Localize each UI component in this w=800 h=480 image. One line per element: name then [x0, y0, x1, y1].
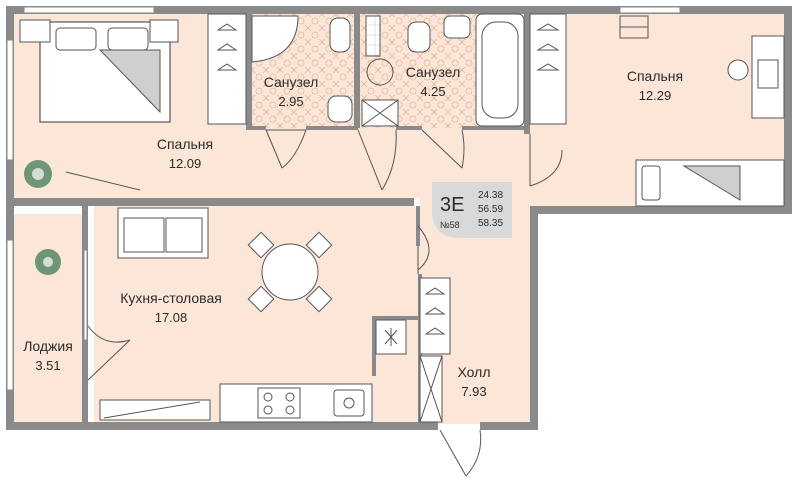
apartment-code: 3E: [440, 194, 465, 216]
wardrobe-hall: [419, 277, 451, 423]
room-area-bedroom-left: 12.09: [168, 156, 202, 171]
room-area-bathroom-1: 2.95: [278, 94, 304, 109]
wardrobe-bedroom-left: [207, 13, 247, 125]
entrance-door: [439, 429, 482, 477]
fridge: [375, 319, 407, 355]
door-kitchen: [417, 225, 430, 274]
bathroom-2-fixtures: [361, 13, 525, 127]
room-name-bedroom-left: Спальня: [156, 136, 214, 152]
kitchen-counter: [219, 383, 373, 423]
door-loggia: [87, 325, 131, 381]
double-bed: [19, 19, 179, 123]
sliding-door-loggia-bottom: [99, 399, 211, 421]
wardrobe-bedroom-right: [529, 13, 567, 125]
room-name-bedroom-right: Спальня: [626, 68, 684, 84]
room-area-bedroom-right: 12.29: [638, 88, 672, 103]
room-name-bathroom-2: Санузел: [405, 64, 461, 80]
window-kitchen: [83, 249, 88, 341]
apartment-number: №58: [440, 220, 460, 230]
floor-loggia: [14, 214, 82, 422]
single-bed: [635, 159, 785, 207]
sofa: [117, 207, 209, 259]
room-name-hall: Холл: [457, 364, 491, 380]
room-name-bathroom-1: Санузел: [263, 74, 319, 90]
room-area-bathroom-2: 4.25: [420, 84, 446, 99]
room-name-kitchen: Кухня-столовая: [120, 290, 222, 306]
room-name-loggia: Лоджия: [23, 338, 73, 354]
window-bedroom-right: [619, 6, 681, 14]
window-bedroom-left: [23, 6, 155, 14]
apartment-badge: [432, 182, 512, 238]
area-total: 56.59: [478, 204, 504, 215]
ladder-icon: [619, 15, 649, 39]
plant-icon-loggia: [35, 249, 61, 275]
room-area-kitchen: 17.08: [154, 310, 188, 325]
washer-icon: [366, 58, 394, 86]
door-bathroom-2: [421, 129, 465, 169]
plant-icon: [24, 160, 52, 188]
windows: [6, 6, 681, 391]
window-loggia: [6, 239, 14, 391]
bathroom-1-fixtures: [251, 15, 353, 123]
area-living: 24.38: [478, 190, 504, 201]
sliding-door-kitchen-top: [65, 171, 141, 191]
desk: [727, 35, 785, 119]
room-area-loggia: 3.51: [35, 358, 61, 373]
dining-table: [247, 231, 333, 313]
door-bathroom-1: [357, 129, 397, 191]
apartment-info: 3E №58 24.38 56.59 58.35: [432, 182, 512, 238]
door-bedroom-right: [529, 134, 563, 187]
room-area-hall: 7.93: [461, 384, 487, 399]
door-bedroom-left: [265, 129, 307, 169]
area-with-loggia: 58.35: [478, 218, 504, 229]
window-bedroom-left-side: [6, 39, 14, 161]
